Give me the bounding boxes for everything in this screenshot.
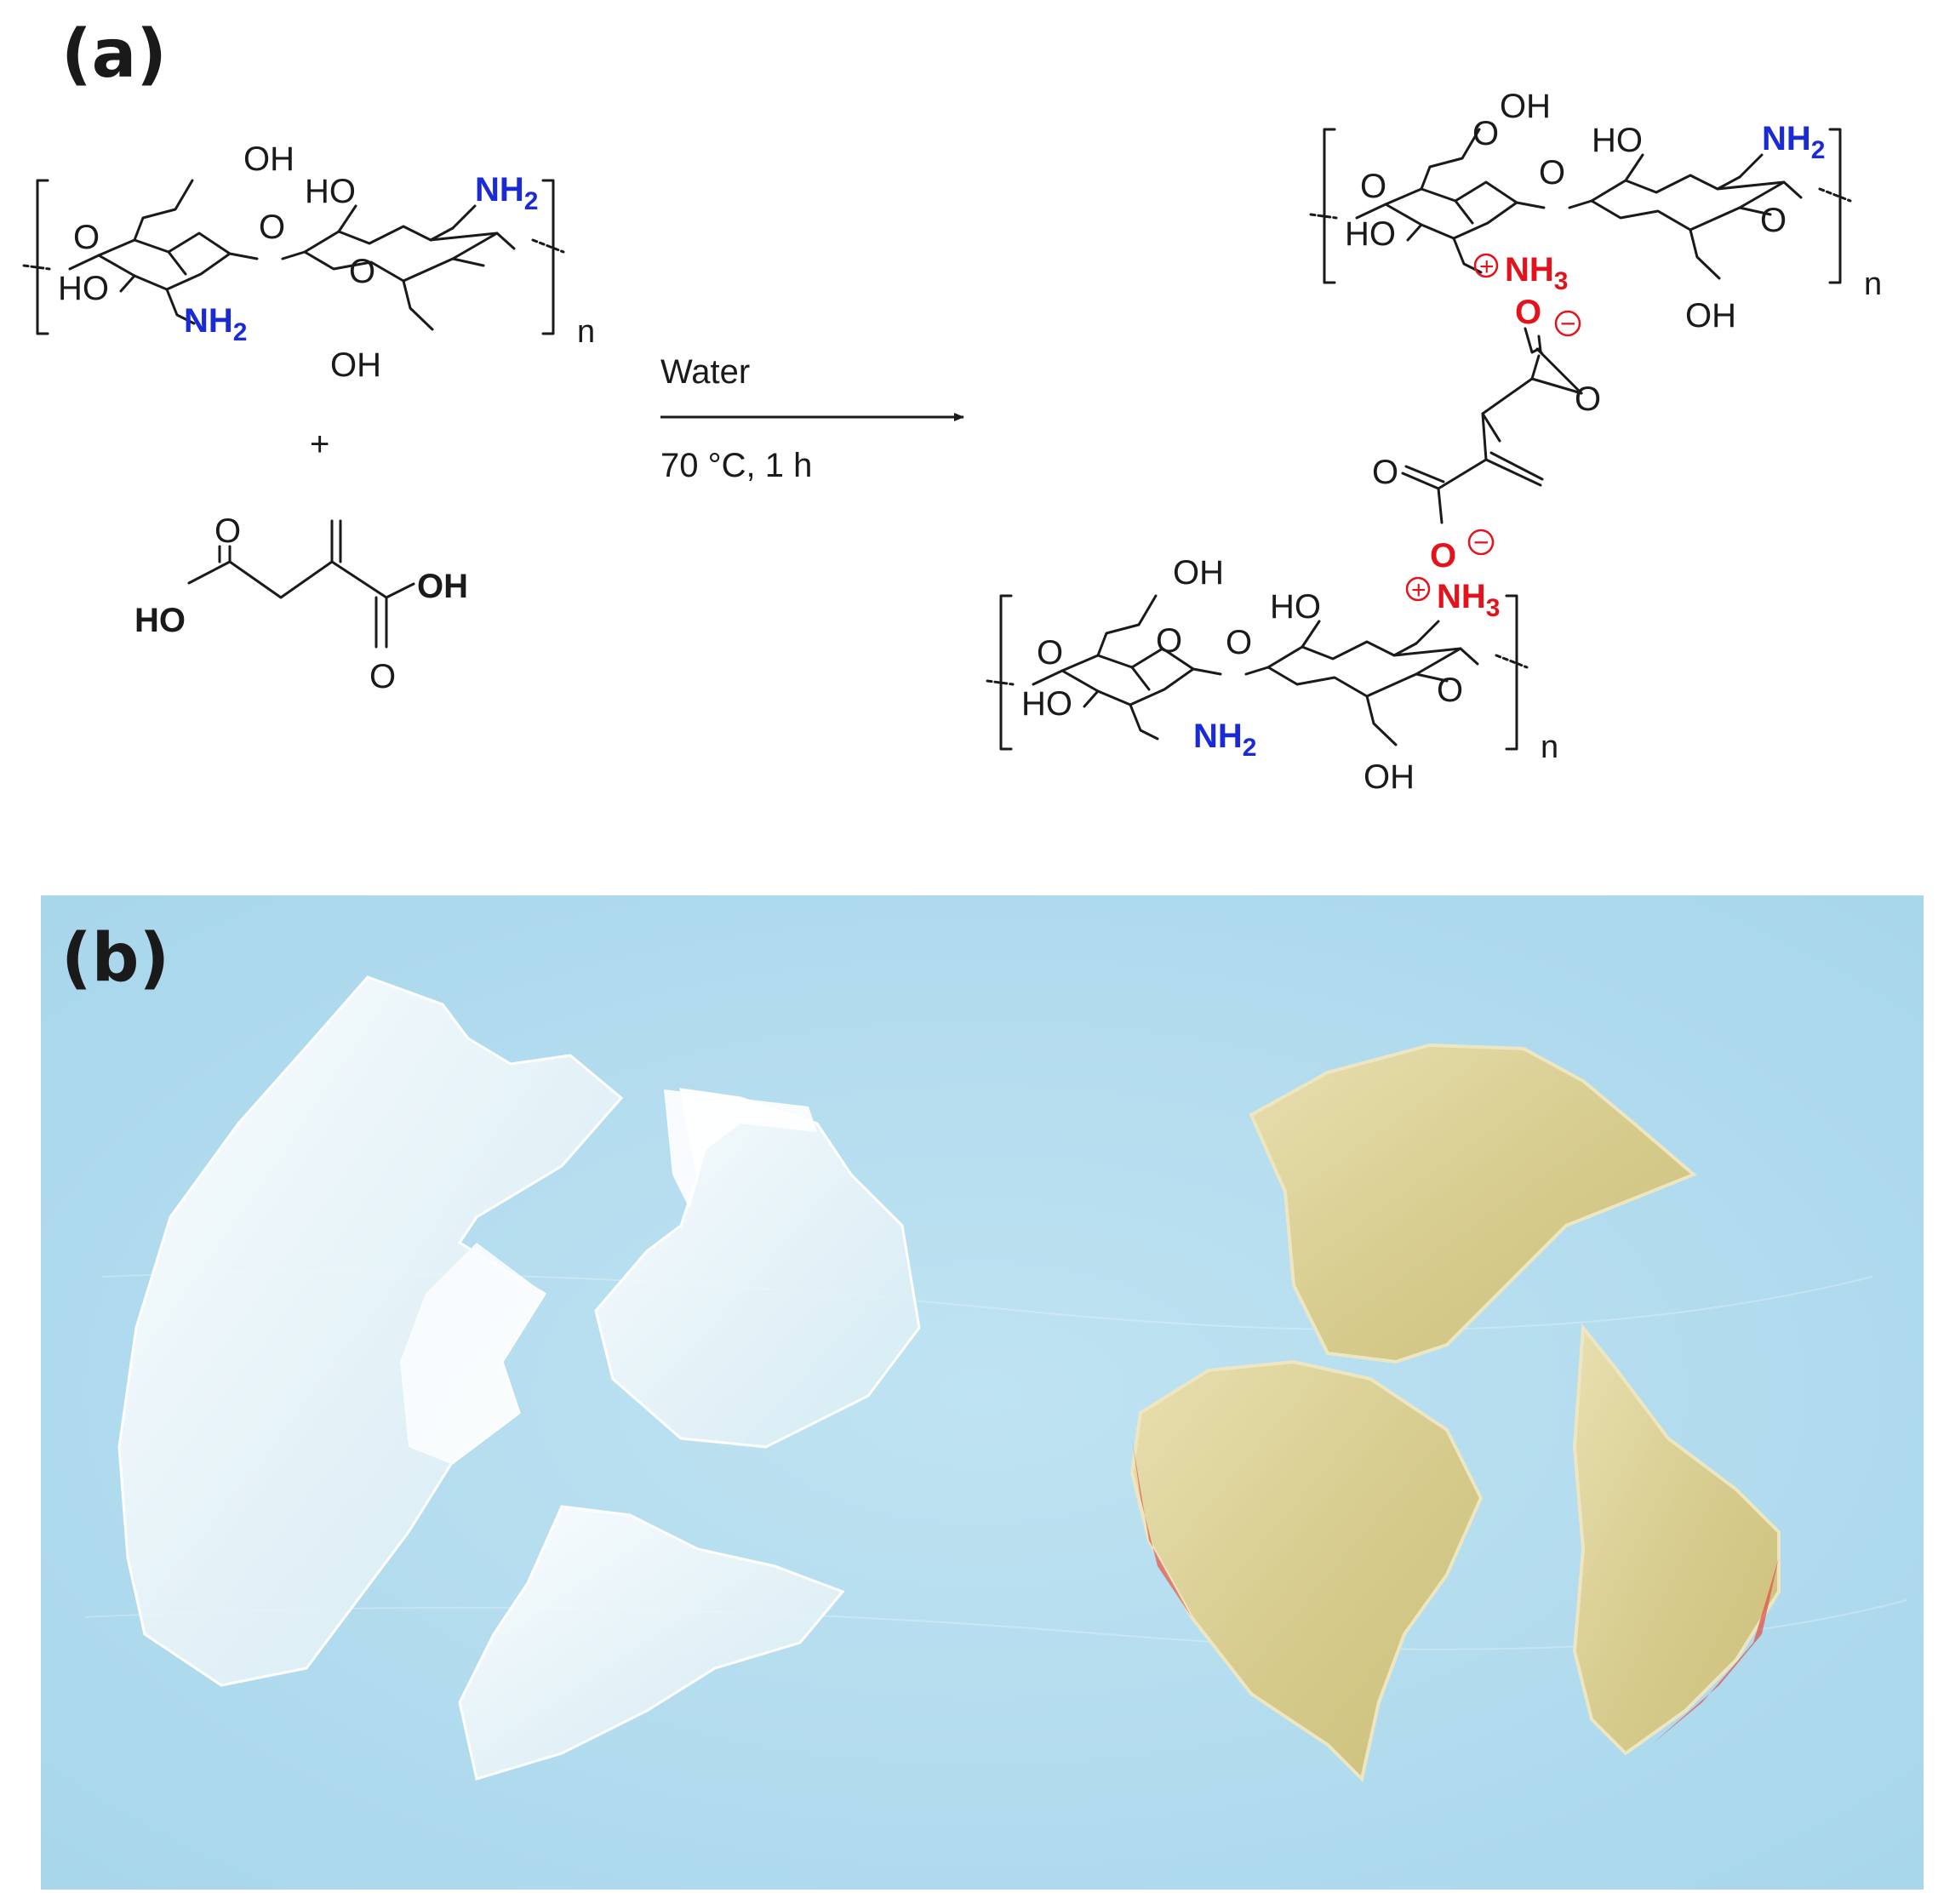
atom-label: HO — [1592, 122, 1643, 159]
panel-b-label: (b) — [61, 920, 169, 997]
white-film-fold — [400, 1243, 545, 1464]
carboxylate-oxygen: O — [1515, 294, 1541, 331]
atom-label: OH — [1500, 88, 1551, 125]
atom-label: O — [369, 658, 396, 695]
product-top-chitosan-structure: OH O O HO O HO NH2 O OH + NH3 n — [1309, 88, 1882, 334]
atom-label: HO — [1021, 685, 1072, 723]
ammonium-label: NH3 — [1437, 578, 1500, 622]
itaconate-bridge-structure: O − O O O − — [1372, 294, 1601, 575]
atom-label: O — [1226, 624, 1252, 661]
atom-label: O — [1156, 622, 1182, 660]
plus-sign: + — [310, 426, 329, 463]
amine-label: NH2 — [184, 302, 247, 346]
negative-charge: − — [1560, 308, 1576, 339]
yellow-film-pieces — [1129, 1043, 1781, 1782]
amine-label: NH2 — [475, 171, 538, 215]
photo-panel: (b) — [41, 895, 1924, 1890]
atom-label: O — [259, 209, 285, 246]
atom-label: O — [1760, 202, 1787, 239]
reaction-solvent-label: Water — [660, 353, 750, 391]
atom-label: OH — [417, 568, 468, 605]
atom-label: O — [1539, 154, 1565, 192]
amine-label: NH2 — [1193, 718, 1256, 762]
atom-label: O — [349, 253, 375, 290]
atom-label: O — [1472, 115, 1499, 152]
ammonium-group: + NH3 — [1405, 576, 1500, 622]
atom-label: HO — [1270, 588, 1321, 626]
atom-label: HO — [134, 602, 186, 639]
atom-label: O — [1360, 168, 1386, 205]
ammonium-label: NH3 — [1505, 251, 1568, 295]
atom-label: O — [1372, 454, 1398, 491]
negative-charge: − — [1473, 527, 1489, 557]
white-film-curl — [664, 1089, 817, 1209]
atom-label: O — [73, 219, 100, 256]
carboxylate-oxygen: O — [1430, 537, 1456, 575]
amine-label: NH2 — [1762, 120, 1825, 164]
reaction-conditions-label: 70 °C, 1 h — [660, 447, 812, 484]
chitosan-reactant-structure: OH O O HO NH2 HO O OH NH2 n — [22, 140, 595, 384]
white-film-medium — [594, 1088, 921, 1449]
yellow-film-bottom-right — [1572, 1323, 1781, 1756]
ammonium-group: + NH3 — [1473, 251, 1568, 295]
panel-a-label: (a) — [61, 16, 167, 93]
itaconic-acid-structure: O HO OH O — [134, 512, 468, 695]
yellow-film-top — [1249, 1043, 1697, 1364]
atom-label: OH — [1363, 758, 1415, 796]
atom-label: O — [1575, 380, 1601, 418]
atom-label: O — [1437, 672, 1463, 709]
atom-label: HO — [58, 270, 109, 307]
atom-label: OH — [1173, 554, 1224, 592]
white-film-pieces — [117, 975, 921, 1781]
atom-label: OH — [330, 346, 381, 384]
svg-text:+: + — [1479, 253, 1495, 281]
atom-label: HO — [1345, 215, 1396, 253]
atom-label: OH — [243, 140, 294, 178]
svg-text:+: + — [1411, 576, 1426, 604]
atom-label: OH — [1685, 297, 1736, 334]
repeat-unit-subscript: n — [1541, 729, 1558, 765]
white-film-small — [458, 1505, 845, 1781]
atom-label: O — [1037, 634, 1063, 672]
reaction-arrow: Water 70 °C, 1 h — [660, 353, 964, 484]
product-bottom-chitosan-structure: OH O O HO O NH2 HO O OH + NH3 n — [986, 554, 1558, 796]
repeat-unit-subscript: n — [1864, 266, 1882, 302]
repeat-unit-subscript: n — [577, 314, 595, 350]
atom-label: O — [214, 512, 241, 550]
atom-label: HO — [305, 173, 356, 210]
